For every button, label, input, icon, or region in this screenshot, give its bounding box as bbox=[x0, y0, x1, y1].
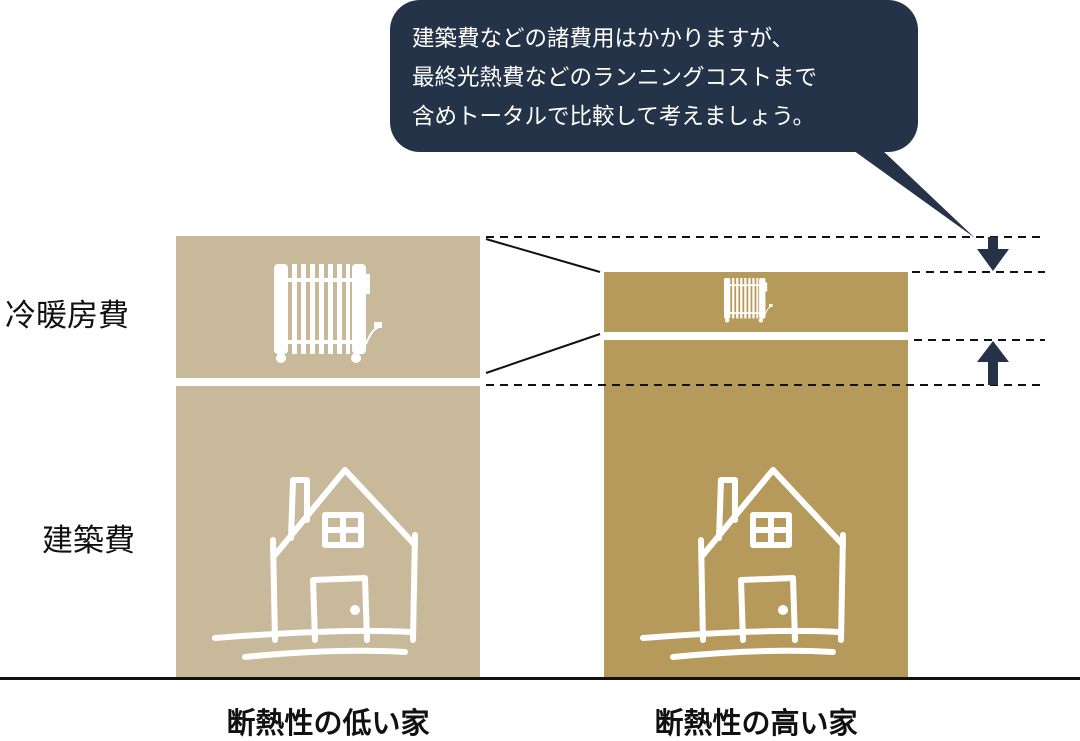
arrow-down-icon bbox=[977, 237, 1009, 271]
speech-bubble bbox=[390, 0, 918, 152]
bubble-line: 建築費などの諸費用はかかりますが、 bbox=[412, 26, 795, 52]
arrow-up-icon bbox=[977, 341, 1009, 385]
bubble-line: 含めトータルで比較して考えましょう。 bbox=[412, 104, 815, 130]
high-insulation-house-label: 断熱性の高い家 bbox=[654, 706, 858, 740]
heating-cost-label: 冷暖房費 bbox=[5, 298, 129, 334]
bubble-line: 最終光熱費などのランニングコストまで bbox=[412, 65, 818, 91]
speech-bubble-text: 建築費などの諸費用はかかりますが、 最終光熱費などのランニングコストまで 含めト… bbox=[412, 20, 902, 137]
construction-cost-label: 建築費 bbox=[42, 523, 135, 559]
high-house-heating-bar bbox=[604, 272, 908, 332]
low-insulation-house-label: 断熱性の低い家 bbox=[226, 706, 430, 740]
high-house-construction-bar bbox=[604, 340, 908, 678]
